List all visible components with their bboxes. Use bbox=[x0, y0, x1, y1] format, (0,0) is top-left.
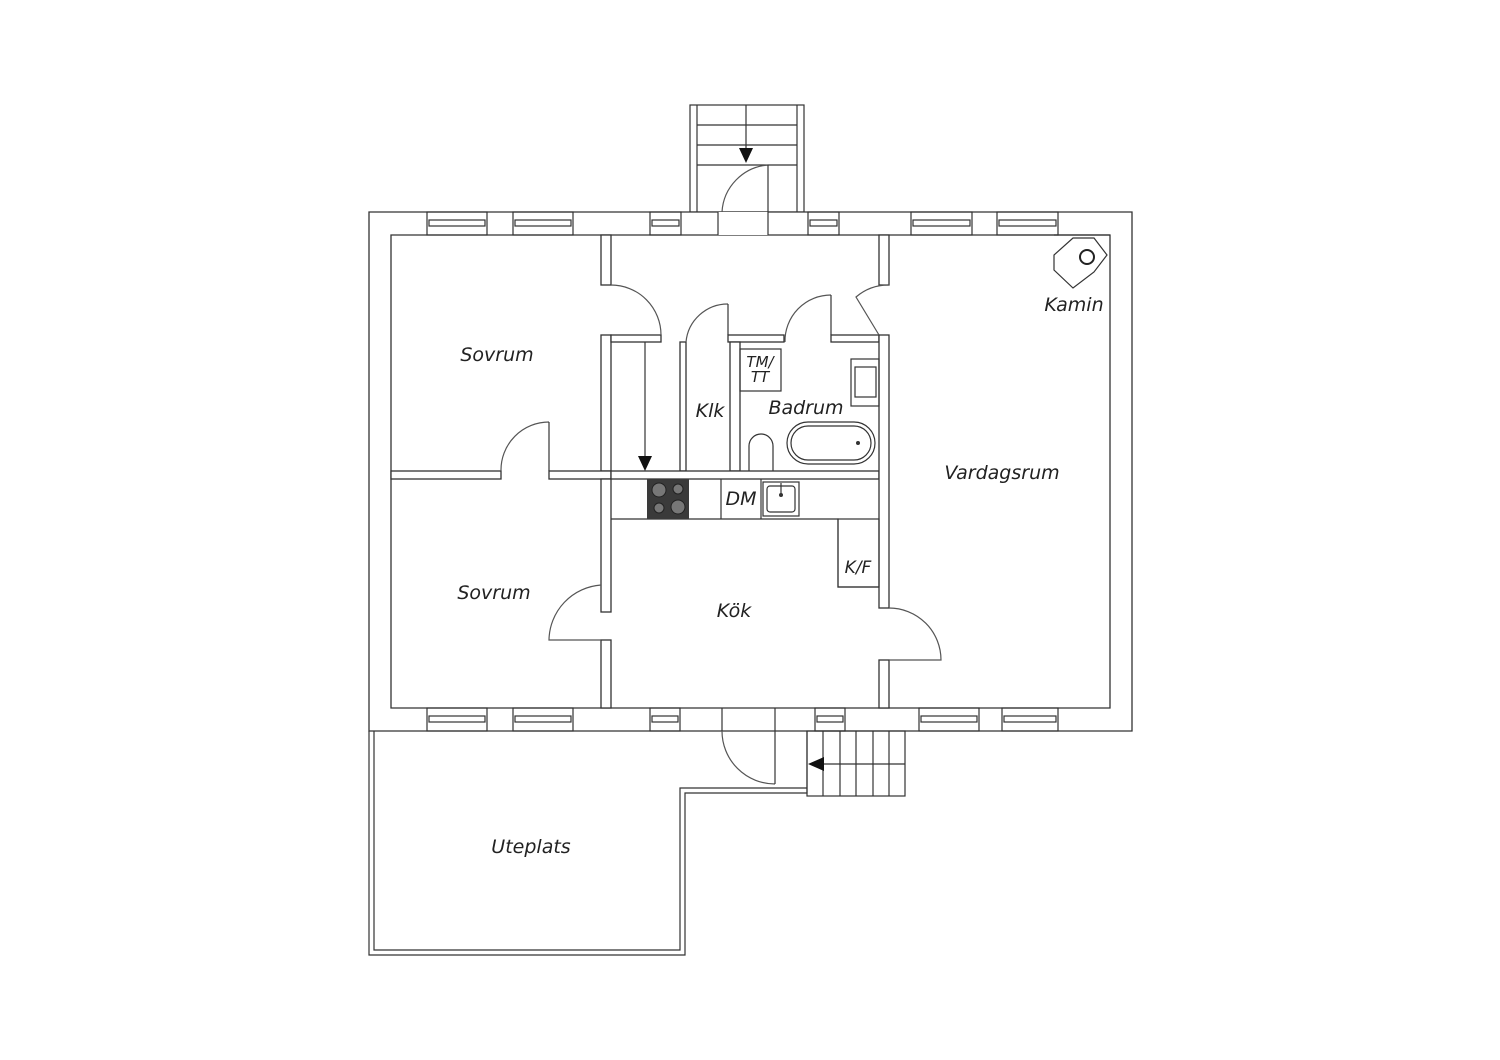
entrance-stairs-bottom bbox=[806, 730, 906, 797]
room-label-badrum: Badrum bbox=[768, 397, 844, 419]
room-label-vardagsrum: Vardagsrum bbox=[944, 462, 1060, 484]
doors bbox=[500, 164, 942, 785]
room-label-kok: Kök bbox=[716, 600, 752, 622]
stove-icon bbox=[647, 479, 689, 519]
label-tt: TT bbox=[750, 368, 770, 386]
room-label-sovrum-top: Sovrum bbox=[460, 344, 534, 366]
entrance-stairs-top bbox=[689, 104, 805, 213]
fireplace-icon bbox=[1053, 234, 1110, 289]
bathtub-icon bbox=[786, 421, 876, 465]
label-tm: TM/ bbox=[746, 353, 774, 371]
label-dm: DM bbox=[725, 488, 757, 510]
terrace-outline bbox=[368, 731, 808, 956]
outer-wall bbox=[368, 211, 1133, 732]
room-label-sovrum-bottom: Sovrum bbox=[457, 582, 531, 604]
label-kamin: Kamin bbox=[1044, 294, 1104, 316]
room-label-klk: Klk bbox=[695, 400, 725, 422]
label-tm-tt: TM/ TT bbox=[746, 355, 773, 385]
arrow-left-icon bbox=[808, 757, 824, 771]
arrow-down-icon bbox=[739, 148, 753, 163]
kitchen-counter bbox=[611, 479, 880, 588]
washbasin-icon bbox=[850, 358, 880, 407]
windows bbox=[426, 211, 1059, 732]
interior-walls bbox=[390, 212, 890, 731]
kitchen-sink-icon bbox=[762, 481, 800, 517]
arrow-down-icon bbox=[638, 456, 652, 471]
bathroom-fixtures bbox=[739, 348, 880, 471]
label-kf: K/F bbox=[844, 558, 872, 578]
toilet-icon bbox=[748, 433, 774, 471]
room-label-uteplats: Uteplats bbox=[491, 836, 571, 858]
